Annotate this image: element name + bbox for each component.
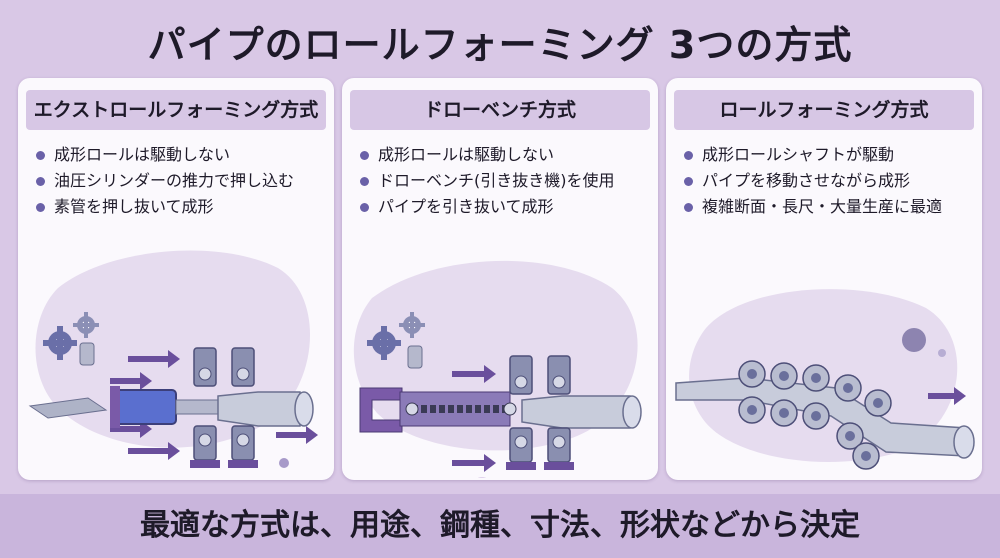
bullet-dot-icon	[36, 176, 45, 186]
panel-heading: ロールフォーミング方式	[674, 90, 974, 130]
gear-icon	[399, 312, 425, 338]
panel-extrol-forming: エクストロールフォーミング方式 成形ロールは駆動しない 油圧シリンダーの推力で押…	[18, 78, 334, 480]
gear-icon	[43, 326, 77, 360]
arrow-right-icon	[928, 387, 966, 405]
bullet-dot-icon	[36, 202, 45, 212]
panel-heading: ドローベンチ方式	[350, 90, 650, 130]
list-item: 油圧シリンダーの推力で押し込む	[36, 168, 294, 194]
bullet-list: 成形ロールシャフトが駆動 パイプを移動させながら成形 複雑断面・長尺・大量生産に…	[684, 142, 942, 220]
page-title: パイプのロールフォーミング 3つの方式	[147, 23, 853, 67]
extrol-forming-illustration	[28, 250, 318, 468]
panel-heading: エクストロールフォーミング方式	[26, 90, 326, 130]
footer-summary: 最適な方式は、用途、鋼種、寸法、形状などから決定	[0, 494, 1000, 558]
bullet-list: 成形ロールは駆動しない 油圧シリンダーの推力で押し込む 素管を押し抜いて成形	[36, 142, 294, 220]
bullet-dot-icon	[360, 202, 369, 212]
list-item: 複雑断面・長尺・大量生産に最適	[684, 194, 942, 220]
bullet-dot-icon	[684, 150, 693, 160]
panel-roll-forming: ロールフォーミング方式 成形ロールシャフトが駆動 パイプを移動させながら成形 複…	[666, 78, 982, 480]
draw-bench-illustration	[353, 260, 642, 478]
list-item: 成形ロールは駆動しない	[360, 142, 615, 168]
bullet-list: 成形ロールは駆動しない ドローベンチ(引き抜き機)を使用 パイプを引き抜いて成形	[360, 142, 615, 220]
bullet-dot-icon	[36, 150, 45, 160]
arrow-right-icon	[452, 365, 496, 472]
list-item: パイプを引き抜いて成形	[360, 194, 615, 220]
gear-icon	[73, 312, 99, 338]
list-item: 成形ロールシャフトが駆動	[684, 142, 942, 168]
bullet-dot-icon	[360, 150, 369, 160]
gear-icon	[367, 326, 401, 360]
panel-draw-bench: ドローベンチ方式 成形ロールは駆動しない ドローベンチ(引き抜き機)を使用 パイ…	[342, 78, 658, 480]
roll-forming-illustration	[675, 289, 975, 470]
list-item: パイプを移動させながら成形	[684, 168, 942, 194]
bullet-dot-icon	[684, 202, 693, 212]
list-item: ドローベンチ(引き抜き機)を使用	[360, 168, 615, 194]
bullet-dot-icon	[360, 176, 369, 186]
bullet-dot-icon	[684, 176, 693, 186]
list-item: 素管を押し抜いて成形	[36, 194, 294, 220]
list-item: 成形ロールは駆動しない	[36, 142, 294, 168]
